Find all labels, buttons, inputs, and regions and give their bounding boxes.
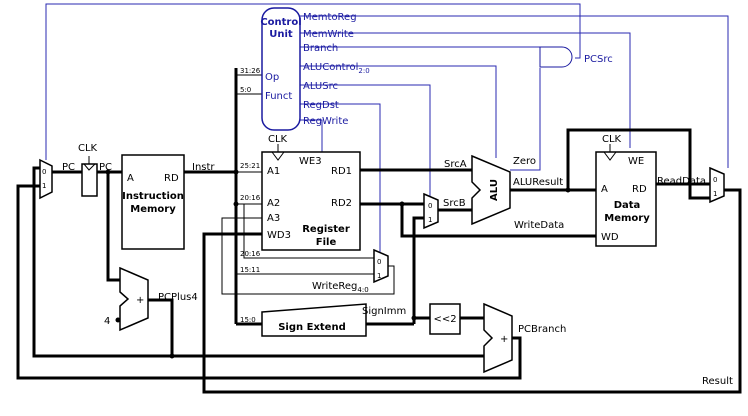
srca-label: SrcA <box>444 159 467 170</box>
field-imm: 15:0 <box>240 316 256 324</box>
memwrite-label: MemWrite <box>303 29 354 40</box>
control-unit: Control Unit Op Funct <box>260 7 302 131</box>
junction-dots <box>105 169 571 359</box>
readdata-label: ReadData <box>657 176 706 187</box>
alusrc-label: ALUSrc <box>303 81 338 92</box>
regfile-we3: WE3 <box>299 156 322 167</box>
branch-label: Branch <box>303 43 338 54</box>
pc-mux-0: 0 <box>42 168 46 176</box>
regfile-wd3: WD3 <box>267 230 291 241</box>
regfile-rd2: RD2 <box>331 198 352 209</box>
srcb-mux-0: 0 <box>428 202 432 210</box>
shift-label: <<2 <box>433 314 456 325</box>
pcsrc-and-gate <box>539 46 573 68</box>
register-file: CLK WE3 A1 A2 A3 WD3 RD1 RD2 Register Fi… <box>261 134 361 251</box>
result-mux-0: 0 <box>713 176 717 184</box>
writereg-label: WriteReg4:0 <box>312 281 369 294</box>
instruction-field-labels: 31:26 5:0 25:21 20:16 20:16 15:11 15:0 <box>240 67 261 324</box>
regfile-a3: A3 <box>267 213 280 224</box>
instruction-memory: A RD Instruction Memory <box>121 154 185 250</box>
imem-a-port: A <box>127 173 134 184</box>
field-rd: 15:11 <box>240 266 260 274</box>
field-op: 31:26 <box>240 67 261 75</box>
imem-name-1: Instruction <box>122 191 184 202</box>
alucontrol-label: ALUControl2:0 <box>303 62 370 75</box>
control-funct-port: Funct <box>265 91 292 102</box>
signimm-label: SignImm <box>362 306 406 317</box>
regfile-rd1: RD1 <box>331 166 352 177</box>
pcbranch-adder: + <box>483 302 513 374</box>
writereg-mux-1: 1 <box>377 272 381 280</box>
data-wires <box>16 68 742 394</box>
regfile-clk: CLK <box>268 134 288 145</box>
regwrite-label: RegWrite <box>303 116 348 127</box>
writereg-mux: 0 1 <box>373 248 389 284</box>
four-label: 4 <box>104 316 110 327</box>
control-signal-labels: MemtoReg MemWrite Branch ALUControl2:0 A… <box>303 12 613 127</box>
pcplus4-plus: + <box>136 295 144 306</box>
pc-mux: 0 1 <box>39 158 53 200</box>
imem-rd-port: RD <box>164 173 179 184</box>
control-wires <box>45 3 729 252</box>
pc-register: CLK <box>78 143 98 197</box>
pc-in-label: PC <box>62 162 75 173</box>
zero-label: Zero <box>513 156 536 167</box>
pcbranch-label: PCBranch <box>518 324 566 335</box>
pcplus4-adder: + <box>119 266 149 332</box>
writereg-mux-0: 0 <box>377 258 381 266</box>
regfile-a1: A1 <box>267 166 280 177</box>
data-memory: CLK WE A RD WD Data Memory <box>595 134 657 247</box>
pcbranch-plus: + <box>500 334 508 345</box>
field-funct: 5:0 <box>240 86 251 94</box>
srcb-label: SrcB <box>443 198 466 209</box>
dmem-rd-port: RD <box>632 184 647 195</box>
field-rs: 25:21 <box>240 162 260 170</box>
writedata-label: WriteData <box>514 220 564 231</box>
control-title-1: Control <box>260 17 301 28</box>
regfile-a2: A2 <box>267 198 280 209</box>
sign-extend: Sign Extend <box>261 303 367 337</box>
shift-left-2: <<2 <box>429 303 461 335</box>
regfile-name-2: File <box>316 237 337 248</box>
pcsrc-label: PCSrc <box>584 54 613 65</box>
result-label: Result <box>702 376 733 387</box>
srcb-mux-1: 1 <box>428 216 432 224</box>
alu: ALU <box>471 154 511 226</box>
signext-name: Sign Extend <box>278 322 346 333</box>
dmem-a-port: A <box>601 184 608 195</box>
control-title-2: Unit <box>269 29 293 40</box>
regfile-name-1: Register <box>302 224 350 235</box>
pc-mux-1: 1 <box>42 182 46 190</box>
field-rt-2: 20:16 <box>240 250 261 258</box>
pcplus4-label: PCPlus4 <box>158 292 198 303</box>
dmem-name-1: Data <box>614 200 641 211</box>
alu-name: ALU <box>489 179 500 201</box>
instr-label: Instr <box>192 162 215 173</box>
pc-clk-label: CLK <box>78 143 98 154</box>
dmem-we: WE <box>628 156 644 167</box>
result-mux-1: 1 <box>713 190 717 198</box>
regdst-label: RegDst <box>303 100 339 111</box>
dmem-wd-port: WD <box>601 232 619 243</box>
imem-name-2: Memory <box>130 204 176 215</box>
dmem-clk: CLK <box>602 134 622 145</box>
aluresult-label: ALUResult <box>513 177 563 188</box>
pc-out-label: PC <box>99 162 112 173</box>
result-mux: 0 1 <box>709 166 725 204</box>
memtoreg-label: MemtoReg <box>303 12 357 23</box>
field-rt: 20:16 <box>240 194 261 202</box>
srcb-mux: 0 1 <box>423 192 439 230</box>
control-op-port: Op <box>265 72 279 83</box>
dmem-name-2: Memory <box>604 213 650 224</box>
